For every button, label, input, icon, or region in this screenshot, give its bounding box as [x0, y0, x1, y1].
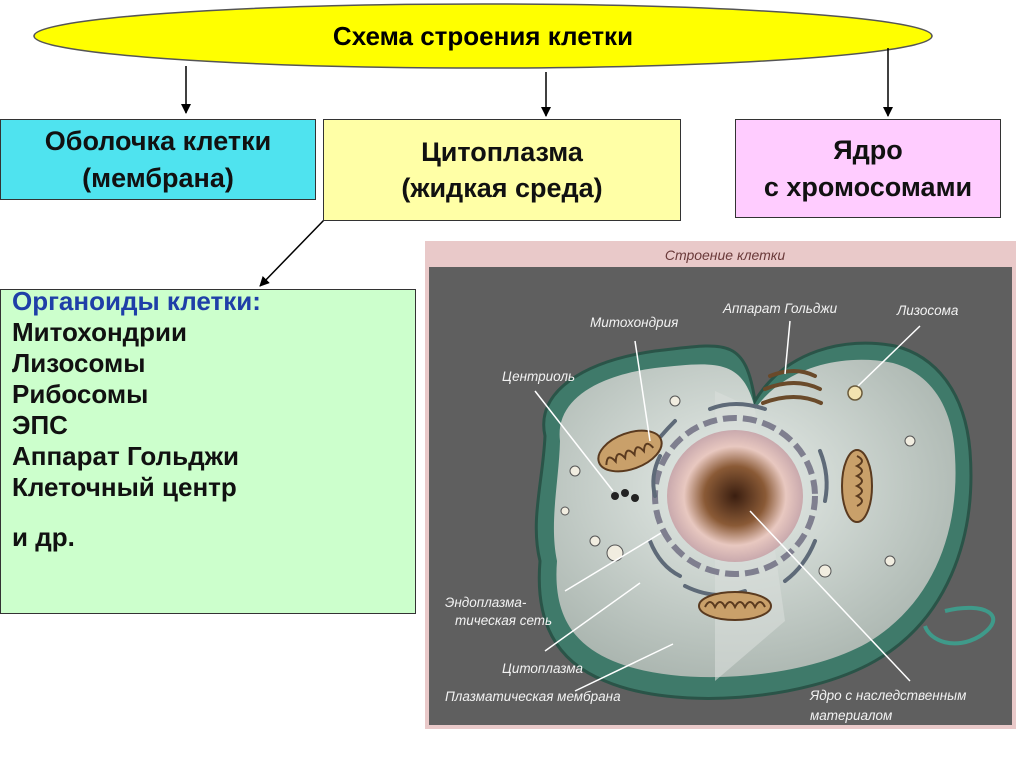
arrow-to-organoids	[259, 219, 325, 287]
centrioles	[611, 489, 639, 502]
nucleus-box-line1: Ядро	[833, 135, 903, 166]
membrane-box: Оболочка клетки (мембрана)	[0, 119, 316, 200]
cell-illustration: Строение клетки	[425, 241, 1016, 729]
organoid-item: Лизосомы	[12, 348, 146, 378]
label-centriole: Центриоль	[502, 369, 575, 384]
organoid-item: ЭПС	[12, 410, 68, 440]
golgi-apparatus	[761, 369, 823, 405]
label-golgi: Аппарат Гольджи	[722, 301, 838, 316]
mitochondrion-2	[698, 591, 772, 621]
label-er-line2: тическая сеть	[455, 613, 552, 628]
label-cytoplasm: Цитоплазма	[502, 661, 584, 676]
cytoplasm-box: Цитоплазма (жидкая среда)	[323, 119, 681, 221]
label-nucleus-line2: материалом	[810, 708, 892, 723]
organoid-item: Аппарат Гольджи	[12, 441, 240, 471]
membrane-box-line1: Оболочка клетки	[44, 126, 272, 157]
organoid-item: Рибосомы	[12, 379, 149, 409]
organoids-heading: Органоиды клетки:	[12, 286, 261, 316]
label-mitochondrion: Митохондрия	[590, 315, 678, 330]
membrane-box-line2: (мембрана)	[82, 162, 234, 193]
illustration-header: Строение клетки	[665, 247, 786, 263]
cytoplasm-box-line1: Цитоплазма	[421, 136, 583, 167]
mitochondrion-1	[597, 429, 663, 473]
label-nucleus-line1: Ядро с наследственным	[809, 688, 966, 703]
lysosome	[847, 385, 863, 401]
organoid-item: Митохондрии	[12, 317, 188, 347]
organoids-box: Органоиды клетки: Митохондрии Лизосомы Р…	[0, 286, 416, 614]
vesicles	[560, 395, 916, 578]
label-plasma-membrane: Плазматическая мембрана	[445, 689, 621, 704]
organoid-item: Клеточный центр	[12, 472, 237, 502]
diagram-title: Схема строения клетки	[332, 20, 634, 51]
cytoplasm-box-line2: (жидкая среда)	[401, 173, 603, 203]
label-er-line1: Эндоплазма-	[445, 595, 527, 610]
organoids-etc: и др.	[12, 522, 75, 552]
mitochondrion-3	[841, 449, 873, 523]
nucleus-box-line2: с хромосомами	[763, 171, 973, 202]
flagellum	[923, 605, 996, 646]
title-ellipse	[33, 3, 933, 69]
nucleus-box: Ядро с хромосомами	[735, 119, 1001, 218]
label-lysosome: Лизосома	[896, 303, 959, 318]
leader-lines	[534, 320, 921, 692]
nucleus	[667, 430, 803, 562]
